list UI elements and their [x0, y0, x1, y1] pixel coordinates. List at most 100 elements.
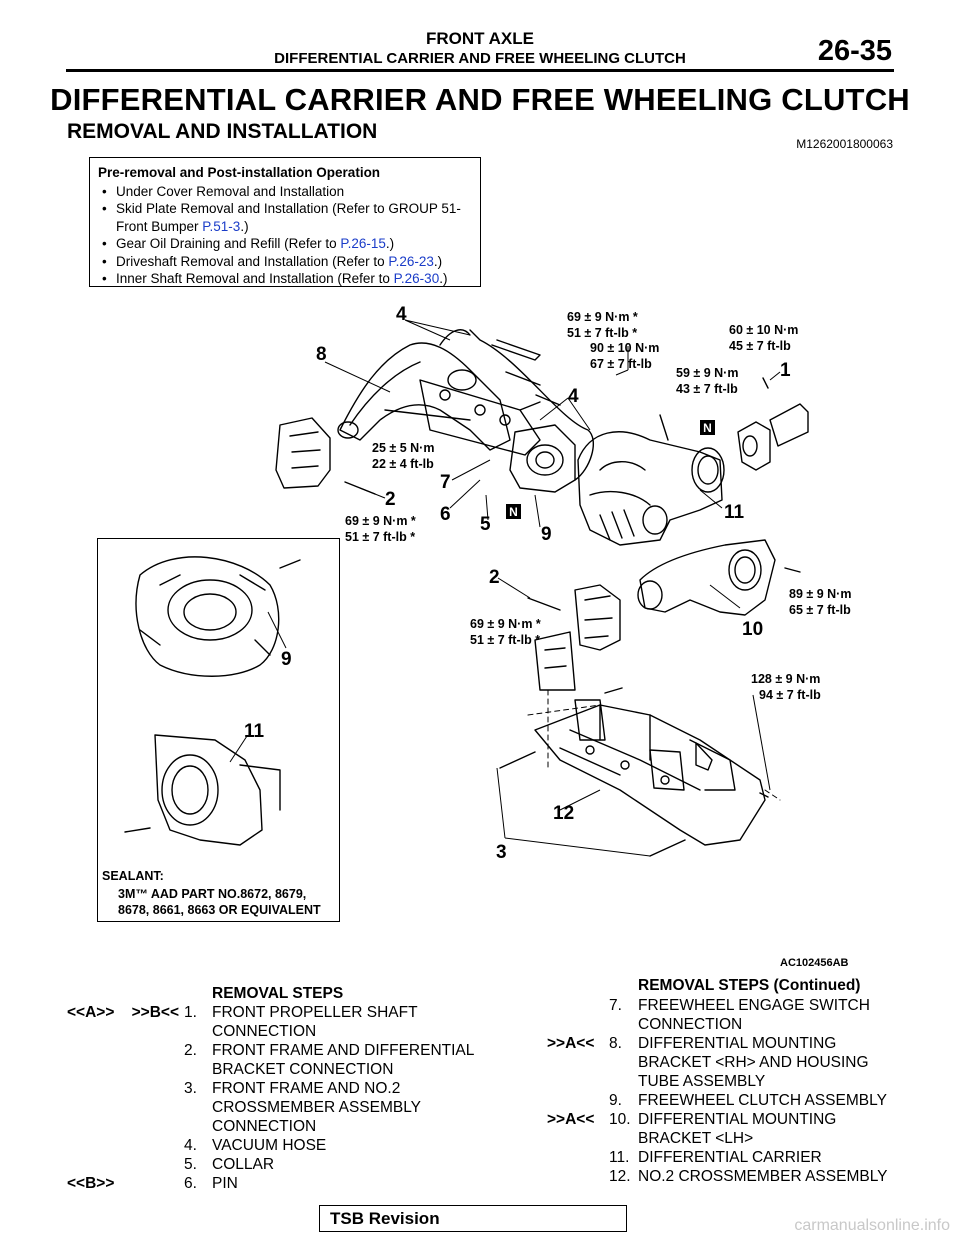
step-number: 6. — [184, 1175, 197, 1192]
step-number: 11. — [609, 1149, 630, 1166]
step-number: 2. — [184, 1042, 197, 1059]
torque-89-ftlb: 65 ± 7 ft-lb — [789, 603, 851, 617]
callout-11: 11 — [724, 502, 745, 523]
n-marker-left — [506, 504, 521, 519]
page-link[interactable]: P.51-3 — [202, 218, 241, 234]
removal-steps-continued-heading: REMOVAL STEPS (Continued) — [638, 977, 861, 994]
page-link[interactable]: P.26-23 — [388, 253, 434, 269]
step-number: 7. — [609, 997, 622, 1014]
callout-9: 9 — [541, 524, 552, 545]
inset-callout-9: 9 — [281, 649, 292, 670]
torque-89-nm: 89 ± 9 N·m — [789, 587, 851, 601]
callout-10: 10 — [742, 619, 763, 640]
pre-removal-item-text: Under Cover Removal and Installation — [116, 183, 345, 199]
housing-tube-drawing — [339, 342, 511, 451]
step-row: 11. DIFFERENTIAL CARRIER — [480, 1148, 960, 1167]
pre-removal-box: Pre-removal and Post-installation Operat… — [89, 157, 481, 287]
step-tag: >>A<< — [547, 1035, 595, 1052]
step-tag: <<A>> >>B<< — [67, 1004, 180, 1021]
bracket-lh-drawing — [639, 539, 776, 616]
page-link[interactable]: P.26-15 — [340, 236, 386, 251]
callout-1: 1 — [780, 360, 791, 381]
sealant-spec: 3M™ AAD PART NO.8672, 8679, 8678, 8661, … — [118, 886, 321, 918]
tsb-revision-box: TSB Revision — [319, 1205, 627, 1232]
step-row: 4. VACUUM HOSE — [0, 1136, 480, 1155]
torque-90-ftlb: 67 ± 7 ft-lb — [590, 357, 652, 371]
torque-69-top-ftlb: 51 ± 7 ft-lb * — [567, 326, 637, 340]
step-tag: <<B>> — [67, 1175, 115, 1192]
step-text: NO.2 CROSSMEMBER ASSEMBLY — [638, 1168, 888, 1185]
sealant-inset-frame — [97, 538, 340, 922]
step-number: 8. — [609, 1035, 622, 1052]
n-marker-right-text: N — [703, 421, 712, 435]
watermark: carmanualsonline.info — [794, 1217, 950, 1234]
subsection-title: DIFFERENTIAL CARRIER AND FREE WHEELING C… — [274, 50, 686, 67]
callout-2-right: 2 — [489, 567, 500, 588]
step-number: 5. — [184, 1156, 197, 1173]
page-link[interactable]: P.26-30 — [393, 271, 440, 286]
pre-removal-item-text: Front Bumper — [116, 218, 203, 234]
torque-69-right-nm: 69 ± 9 N·m * — [470, 617, 541, 631]
pre-removal-item-text: Gear Oil Draining and Refill (Refer to — [116, 236, 341, 251]
step-tag: >>A<< — [547, 1111, 595, 1128]
pre-removal-item-text: Driveshaft Removal and Installation (Ref… — [116, 253, 389, 269]
step-row: 9. FREEWHEEL CLUTCH ASSEMBLY — [480, 1091, 960, 1110]
callout-5: 5 — [480, 514, 491, 535]
torque-90-nm: 90 ± 10 N·m — [590, 341, 659, 355]
inset-clutch-drawing — [135, 556, 280, 677]
step-text: PIN — [212, 1175, 238, 1192]
callout-4-mid: 4 — [568, 386, 579, 407]
step-text: COLLAR — [212, 1156, 275, 1173]
pre-removal-item: Inner Shaft Removal and Installation (Re… — [98, 270, 472, 288]
torque-59-ftlb: 43 ± 7 ft-lb — [676, 382, 738, 396]
vacuum-hose-drawing — [469, 329, 594, 481]
torque-60-ftlb: 45 ± 7 ft-lb — [729, 339, 791, 353]
pre-removal-item-text: Inner Shaft Removal and Installation (Re… — [116, 271, 394, 286]
pre-removal-item: Gear Oil Draining and Refill (Refer to P… — [98, 235, 472, 253]
callout-7: 7 — [440, 472, 451, 493]
torque-69-left-nm: 69 ± 9 N·m * — [345, 514, 416, 528]
step-number: 12. — [609, 1168, 631, 1185]
torque-69-left-ftlb: 51 ± 7 ft-lb * — [345, 530, 415, 544]
differential-carrier-drawing — [577, 431, 723, 546]
step-number: 3. — [184, 1080, 197, 1097]
pre-removal-item-text: Skid Plate Removal and Installation (Ref… — [116, 201, 461, 216]
freewheel-clutch-drawing — [509, 424, 576, 493]
callout-3: 3 — [496, 842, 507, 863]
step-text: FREEWHEEL CLUTCH ASSEMBLY — [638, 1092, 887, 1109]
step-number: 9. — [609, 1092, 622, 1109]
pre-removal-list: Under Cover Removal and Installation Ski… — [98, 183, 472, 288]
step-text: VACUUM HOSE — [212, 1137, 327, 1154]
torque-128-ftlb: 94 ± 7 ft-lb — [759, 688, 821, 702]
header-rule — [66, 69, 894, 72]
section-title: FRONT AXLE — [426, 29, 534, 48]
figure-id: AC102456AB — [780, 957, 849, 969]
step-number: 10. — [609, 1111, 631, 1128]
procedure-subtitle: REMOVAL AND INSTALLATION — [67, 120, 378, 143]
sealant-line: 3M™ AAD PART NO.8672, 8679, — [118, 887, 307, 901]
torque-69-right-ftlb: 51 ± 7 ft-lb * — [470, 633, 540, 647]
pre-removal-item: Driveshaft Removal and Installation (Ref… — [98, 253, 472, 271]
n-marker-left-text: N — [509, 505, 518, 519]
torque-25-nm: 25 ± 5 N·m — [372, 441, 434, 455]
step-row: <<B>> 6. PIN — [0, 1174, 480, 1193]
step-number: 4. — [184, 1137, 197, 1154]
n-marker-right — [700, 420, 715, 435]
pre-removal-item-tail: .) — [385, 236, 395, 251]
page-number: 26-35 — [817, 35, 892, 67]
pre-removal-item-tail: .) — [240, 218, 249, 234]
step-row: 5. COLLAR — [0, 1155, 480, 1174]
propeller-flange-drawing — [737, 421, 771, 471]
